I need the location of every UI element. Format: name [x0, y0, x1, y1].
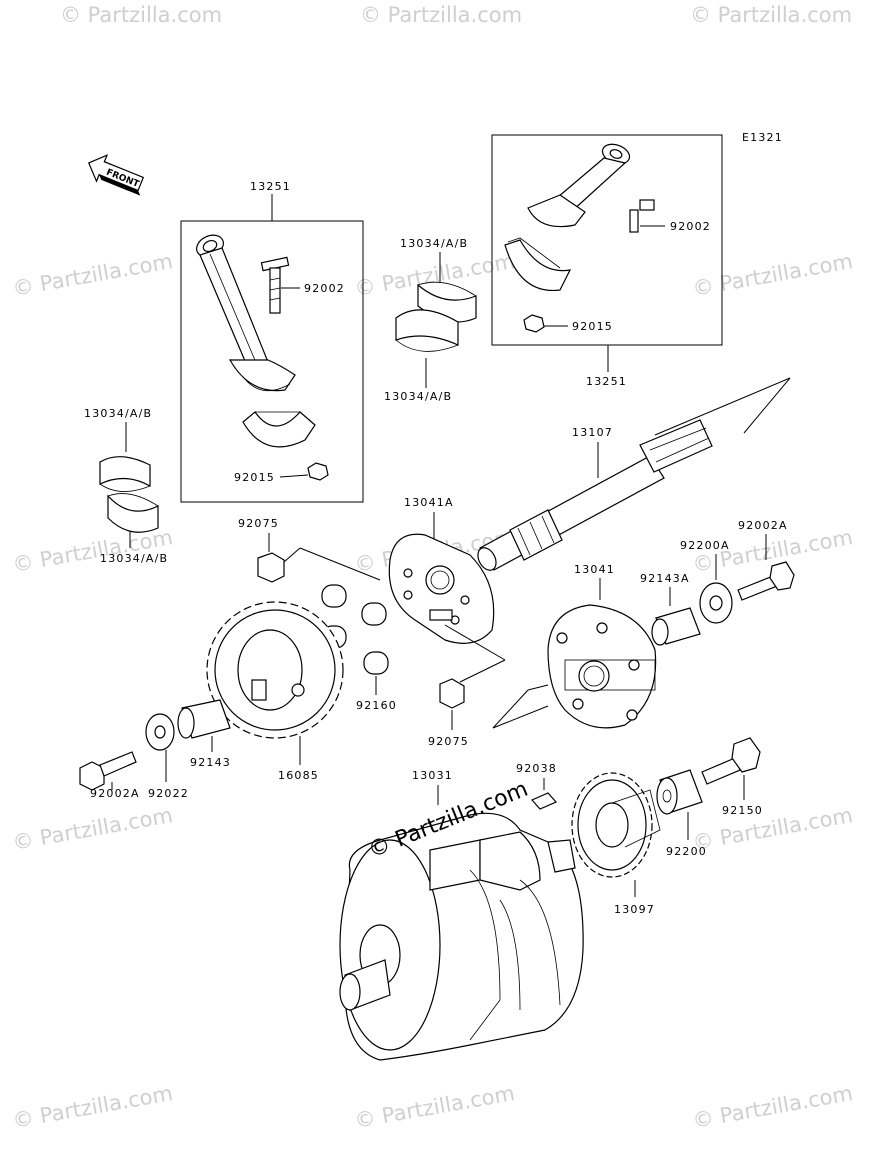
front-arrow-icon: FRONT	[87, 154, 145, 196]
part-label: 13034/A/B	[84, 407, 152, 420]
part-label: 92015	[572, 320, 613, 333]
part-label: 13097	[614, 903, 655, 916]
washer-92200a: 92200A	[680, 539, 733, 624]
watermark: © Partzilla.com	[691, 249, 855, 301]
watermark: © Partzilla.com	[353, 1081, 517, 1133]
part-label: 92002	[304, 282, 345, 295]
bolt-92150: 92150	[701, 737, 763, 817]
watermark: © Partzilla.com	[691, 1081, 855, 1133]
part-label: 13107	[572, 426, 613, 439]
part-label: 13251	[586, 375, 627, 388]
gear-13097: 13097	[571, 772, 661, 916]
crankshaft: 13031	[339, 769, 584, 1061]
balancer-holder: 13041	[492, 563, 657, 729]
watermark: © Partzilla.com	[11, 249, 175, 301]
bearing-shell-icon	[395, 309, 459, 352]
part-label: 13041	[574, 563, 615, 576]
part-label: 92075	[428, 735, 469, 748]
part-label: 92022	[148, 787, 189, 800]
bearing-pair-left: 13034/A/B 13034/A/B	[84, 407, 168, 565]
collar-92143a: 92143A	[640, 572, 701, 646]
part-label: 92160	[356, 699, 397, 712]
washer-92022: 92022	[145, 713, 189, 800]
part-label: 92002A	[90, 787, 140, 800]
watermark: © Partzilla.com	[11, 1081, 175, 1133]
part-label: 92200A	[680, 539, 730, 552]
part-label: 13034/A/B	[100, 552, 168, 565]
part-label: 13251	[250, 180, 291, 193]
watermark: © Partzilla.com	[11, 803, 175, 855]
part-label: 13034/A/B	[384, 390, 452, 403]
part-label: 92002	[670, 220, 711, 233]
part-label: 13034/A/B	[400, 237, 468, 250]
pinion-gear-top: 92075	[238, 517, 381, 583]
washer-92200: 92200	[656, 769, 707, 858]
bearing-pair-center: 13034/A/B 13034/A/B	[384, 237, 477, 403]
balancer-gear-16085: 16085	[206, 601, 344, 782]
shaft-icon	[477, 419, 713, 571]
connecting-rod-icon	[196, 234, 296, 392]
collar-icon	[321, 584, 347, 608]
part-label: 13031	[412, 769, 453, 782]
part-label: 92075	[238, 517, 279, 530]
conrod-kit-right: 13251 92002 92015	[491, 134, 723, 388]
part-label: 92150	[722, 804, 763, 817]
watermark: © Partzilla.com	[60, 3, 222, 27]
watermark: © Partzilla.com	[690, 3, 852, 27]
part-label: 92143	[190, 756, 231, 769]
key-92038: 92038	[516, 762, 557, 810]
bolt-icon	[629, 199, 665, 233]
bearing-shell-icon	[107, 493, 159, 533]
balancer-holder-a: 13041A	[388, 496, 495, 644]
nut-icon	[523, 314, 568, 333]
diagram-code: E1321	[742, 131, 783, 144]
part-label: 16085	[278, 769, 319, 782]
collar-icon	[361, 602, 387, 626]
watermark: © Partzilla.com	[360, 3, 522, 27]
collar-icon	[363, 651, 389, 675]
part-label: 92015	[234, 471, 275, 484]
collar-92143: 92143	[177, 699, 231, 769]
connecting-rod-icon	[504, 143, 631, 292]
part-label: 92143A	[640, 572, 690, 585]
balancer-shaft: 13107	[477, 377, 791, 571]
conrod-kit-left: 13251 92002 92015	[180, 180, 364, 503]
watermark: © Partzilla.com	[691, 803, 855, 855]
bolt-92002a-right: 92002A	[737, 519, 795, 601]
nut-icon	[279, 462, 329, 481]
part-label: 92038	[516, 762, 557, 775]
rod-cap-icon	[242, 411, 316, 448]
part-label: 13041A	[404, 496, 454, 509]
bearing-shell-icon	[99, 456, 151, 492]
part-label: 92002A	[738, 519, 788, 532]
pinion-gear-bottom: 92075	[428, 624, 506, 748]
bolt-icon	[260, 256, 300, 314]
bolt-92002a-left: 92002A	[79, 751, 140, 800]
part-label: 92200	[666, 845, 707, 858]
